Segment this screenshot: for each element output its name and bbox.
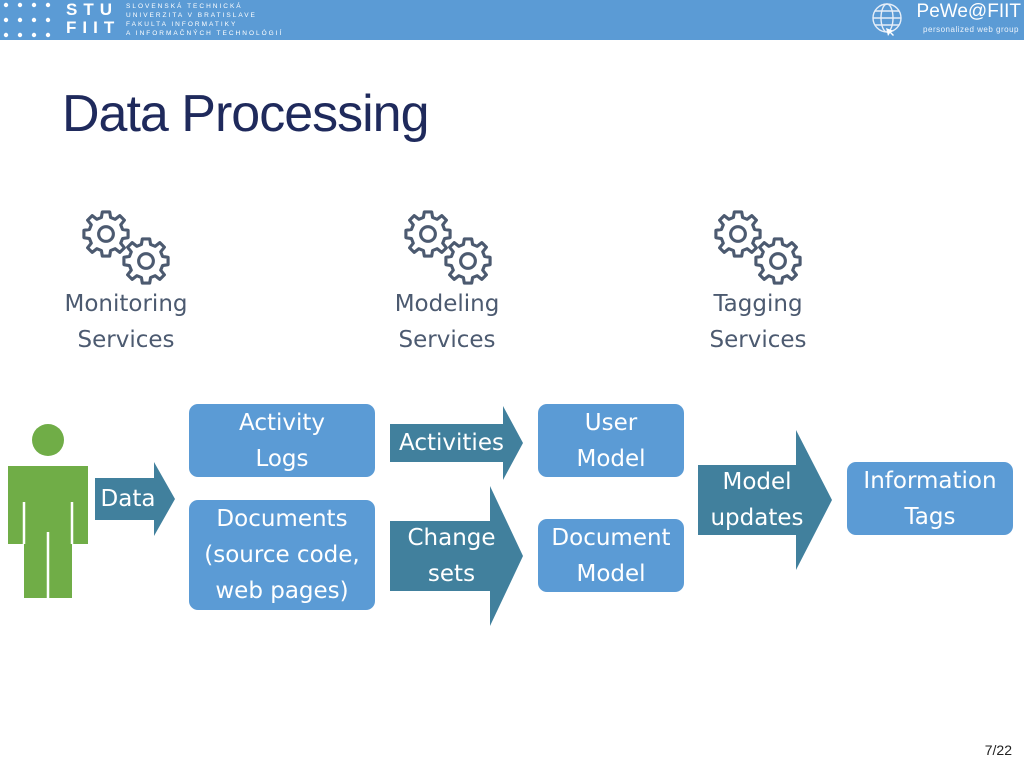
document-model-box: Document Model <box>538 519 684 592</box>
gears-icon <box>714 210 802 285</box>
activity-logs-box: Activity Logs <box>189 404 375 477</box>
header-bar: STU FIIT SLOVENSKÁ TECHNICKÁ UNIVERZITA … <box>0 0 1024 40</box>
data-arrow-label: Data <box>100 486 156 512</box>
model-updates-arrow-label-2: updates <box>710 505 804 531</box>
user-person-icon <box>8 424 88 598</box>
information-tags-box: Information Tags <box>847 462 1013 535</box>
documents-box: Documents (source code, web pages) <box>189 500 375 610</box>
gears-icon <box>404 210 492 285</box>
slide-title: Data Processing <box>62 85 430 143</box>
model-updates-arrow: Model updates <box>698 430 832 570</box>
group-logo: PeWe@FIIT <box>916 1 1021 22</box>
stu-logo: STU FIIT <box>66 0 121 37</box>
change-sets-arrow-label-2: sets <box>427 561 476 587</box>
dots-pattern-icon <box>3 2 51 38</box>
globe-icon <box>872 3 902 36</box>
group-subtitle: personalized web group <box>923 25 1019 34</box>
user-model-box: User Model <box>538 404 684 477</box>
data-arrow: Data <box>95 462 175 536</box>
change-sets-arrow-label-1: Change <box>407 525 496 551</box>
page-number: 7/22 <box>984 742 1012 758</box>
activities-arrow: Activities <box>390 406 523 480</box>
activities-arrow-label: Activities <box>399 430 504 456</box>
change-sets-arrow: Change sets <box>390 486 523 626</box>
model-updates-arrow-label-1: Model <box>722 469 792 495</box>
university-name: SLOVENSKÁ TECHNICKÁ UNIVERZITA V BRATISL… <box>126 3 284 37</box>
gears-icon <box>82 210 170 285</box>
